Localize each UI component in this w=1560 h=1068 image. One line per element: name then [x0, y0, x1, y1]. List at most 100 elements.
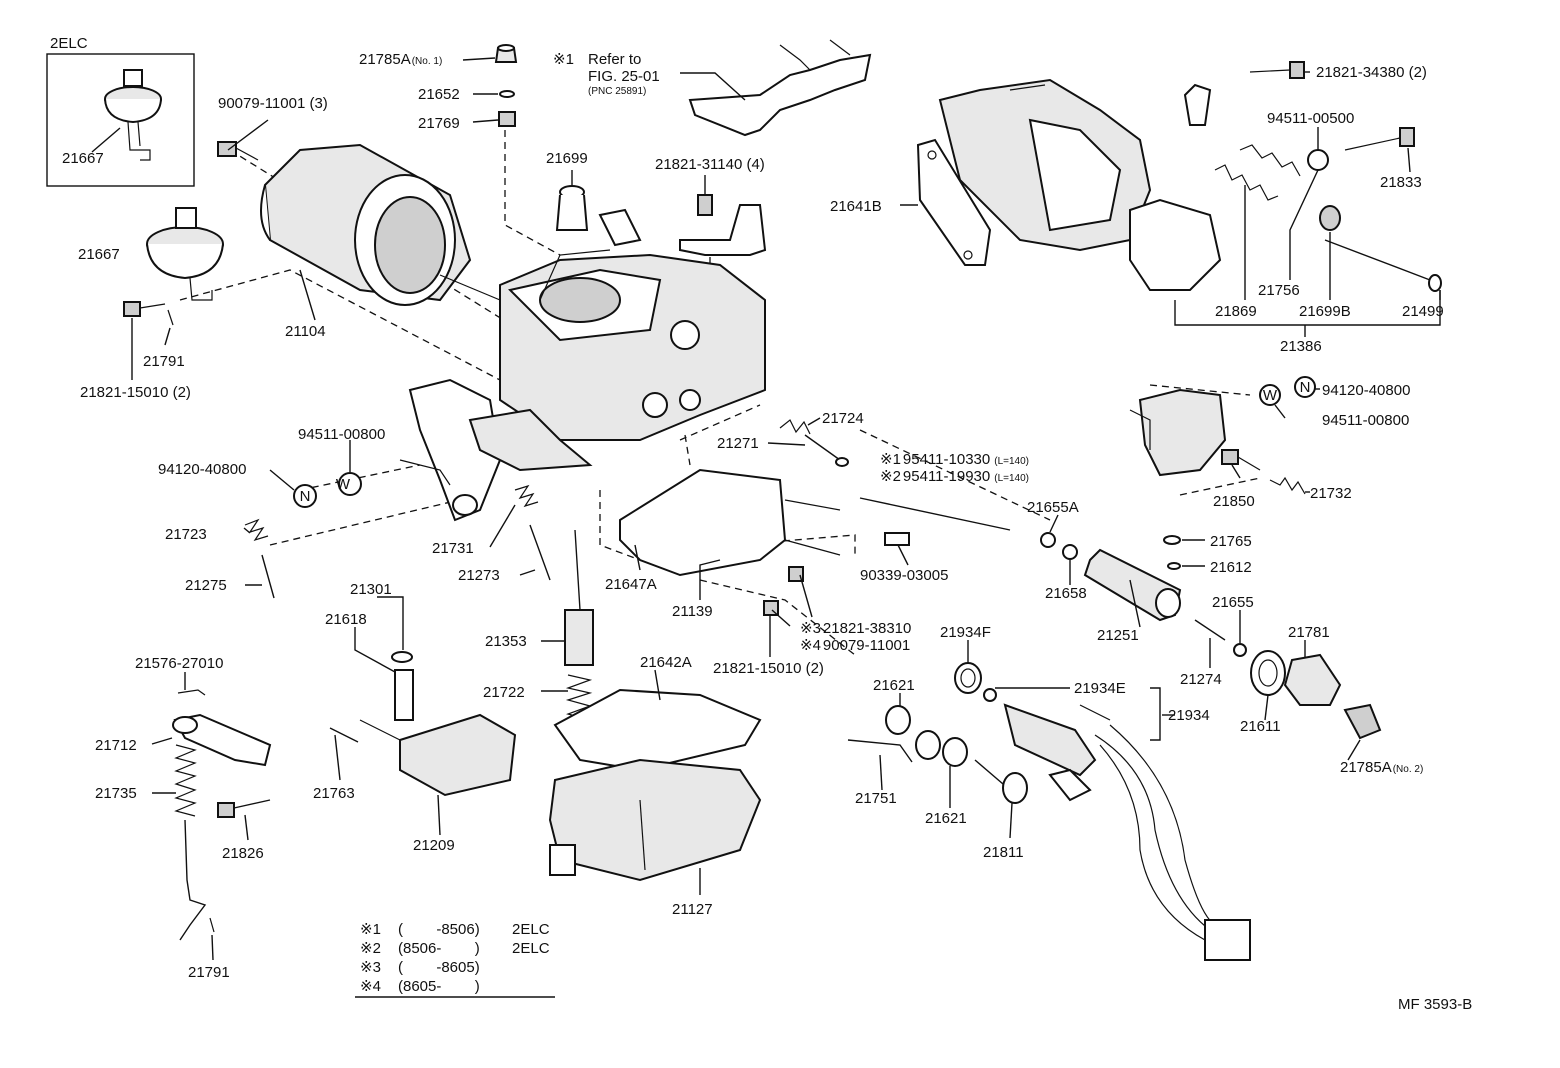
needle-21274[interactable] — [1194, 619, 1226, 641]
collar-21621[interactable] — [915, 730, 968, 767]
washer-94511-00500[interactable] — [1307, 149, 1329, 171]
cap-21785a-no2[interactable] — [1343, 703, 1382, 740]
spring-21869[interactable] — [1214, 144, 1301, 201]
label-21271: 21271 — [717, 435, 759, 452]
screw-21271[interactable] — [804, 434, 849, 467]
carburetor-body[interactable] — [499, 249, 766, 441]
refer-line3: (PNC 25891) — [588, 86, 646, 97]
symbol-n-right: N — [1300, 379, 1311, 396]
seal-21934f[interactable] — [954, 662, 982, 694]
label-21791b: 21791 — [188, 964, 230, 981]
oring-21655[interactable] — [1233, 643, 1247, 657]
label-21655: 21655 — [1212, 594, 1254, 611]
label-21724: 21724 — [822, 410, 864, 427]
label-21826: 21826 — [222, 845, 264, 862]
plate-21641b[interactable] — [916, 138, 992, 266]
label-21139: 21139 — [672, 603, 713, 620]
spring-21724[interactable] — [779, 419, 811, 435]
label-21652: 21652 — [418, 86, 460, 103]
spring-21732[interactable] — [1269, 476, 1306, 495]
screw-21811[interactable] — [974, 759, 1028, 804]
switch-21781[interactable] — [1283, 653, 1342, 706]
bracket-small[interactable] — [598, 208, 642, 247]
cap-21699b[interactable] — [1319, 205, 1341, 231]
cap-21785a-no1[interactable] — [494, 44, 518, 63]
hose-21751[interactable] — [847, 739, 913, 763]
bowl-21209[interactable] — [359, 713, 517, 797]
label-21811: 21811 — [983, 844, 1024, 861]
oring-21612[interactable] — [1167, 562, 1181, 570]
bolt-21826[interactable] — [217, 799, 271, 818]
screw-21850[interactable] — [1221, 449, 1261, 471]
rubber-21699[interactable] — [555, 185, 589, 231]
clip-21791[interactable] — [167, 309, 174, 326]
wire-harness[interactable] — [1094, 724, 1251, 961]
label-21833: 21833 — [1380, 174, 1422, 191]
clip-21791b[interactable] — [209, 917, 215, 933]
bracket-ref[interactable] — [688, 39, 872, 137]
piston-21353[interactable] — [564, 529, 594, 666]
label-21127: 21127 — [672, 901, 713, 918]
pin-21763[interactable] — [329, 727, 359, 743]
washer-21301[interactable] — [391, 651, 413, 663]
spring-21723[interactable] — [244, 518, 269, 542]
label-21722: 21722 — [483, 684, 525, 701]
screw-21821-15010[interactable] — [123, 301, 166, 317]
svg-text:( -8605): ( -8605) — [398, 959, 480, 976]
spring-21731[interactable] — [514, 484, 539, 508]
screw-21275[interactable] — [261, 554, 275, 599]
motor-21104[interactable] — [260, 143, 501, 306]
label-21647a: 21647A — [605, 576, 657, 593]
label-21850: 21850 — [1213, 493, 1255, 510]
valve-21618[interactable] — [394, 669, 414, 721]
rod-95411[interactable] — [859, 497, 1011, 531]
label-94120-40800a: 94120-40800 — [158, 461, 246, 478]
screw-21821-38310[interactable] — [788, 566, 804, 582]
pin-21499[interactable] — [1324, 239, 1442, 292]
spring-21735[interactable] — [174, 744, 197, 817]
lever-21712[interactable] — [172, 713, 272, 767]
figure-code: MF 3593-B — [1398, 996, 1472, 1013]
gasket-21611[interactable] — [1250, 650, 1286, 696]
nut-94120-40800a[interactable] — [293, 484, 317, 508]
oring-21658[interactable] — [1062, 544, 1078, 560]
oring-21655a[interactable] — [1040, 532, 1056, 548]
label-21821-15010a: 21821-15010 (2) — [80, 384, 191, 401]
vacuum-diaphragm-small[interactable] — [104, 69, 162, 161]
bolt-21833[interactable] — [1344, 127, 1415, 151]
plug-21769[interactable] — [498, 111, 516, 127]
bracket-21821-31140[interactable] — [679, 194, 767, 256]
spring-21722[interactable] — [565, 674, 593, 721]
washer-94511-00800a[interactable] — [338, 472, 362, 496]
float-chamber-21127[interactable] — [548, 758, 762, 882]
dashpot-assembly[interactable] — [1129, 388, 1227, 477]
nut-94120-40800b[interactable] — [1294, 376, 1316, 398]
clip-21576[interactable] — [177, 689, 206, 696]
throttle-linkage[interactable] — [399, 378, 593, 522]
screw-21765[interactable] — [1163, 535, 1181, 545]
bolt-21821-34380[interactable] — [1249, 61, 1305, 79]
symbol-n-left: N — [300, 488, 311, 505]
rod-link[interactable] — [179, 819, 207, 941]
plate-21647a[interactable] — [619, 468, 841, 577]
screw-90079[interactable] — [217, 141, 259, 161]
pin-90339[interactable] — [884, 532, 910, 546]
bracket-small-right[interactable] — [1183, 83, 1212, 126]
label-21612: 21612 — [1210, 559, 1252, 576]
diaphragm-21667[interactable] — [146, 207, 224, 301]
washer-94511-00800b[interactable] — [1259, 384, 1281, 406]
inset-2elc: 2ELC 21667 — [46, 35, 195, 187]
screw-21273[interactable] — [529, 524, 551, 581]
gasket-21642a[interactable] — [553, 688, 762, 772]
seal-21621a[interactable] — [885, 705, 911, 735]
oring-21652[interactable] — [499, 90, 515, 98]
assembly-21386[interactable] — [938, 78, 1222, 291]
label-90079-top: 90079-11001 (3) — [218, 95, 328, 112]
label-21386: 21386 — [1280, 338, 1322, 355]
solenoid-21934[interactable] — [1003, 703, 1111, 802]
label-21618: 21618 — [325, 611, 367, 628]
valve-21251[interactable] — [1083, 548, 1182, 622]
label-21763: 21763 — [313, 785, 355, 802]
oring-21934e[interactable] — [983, 688, 997, 702]
